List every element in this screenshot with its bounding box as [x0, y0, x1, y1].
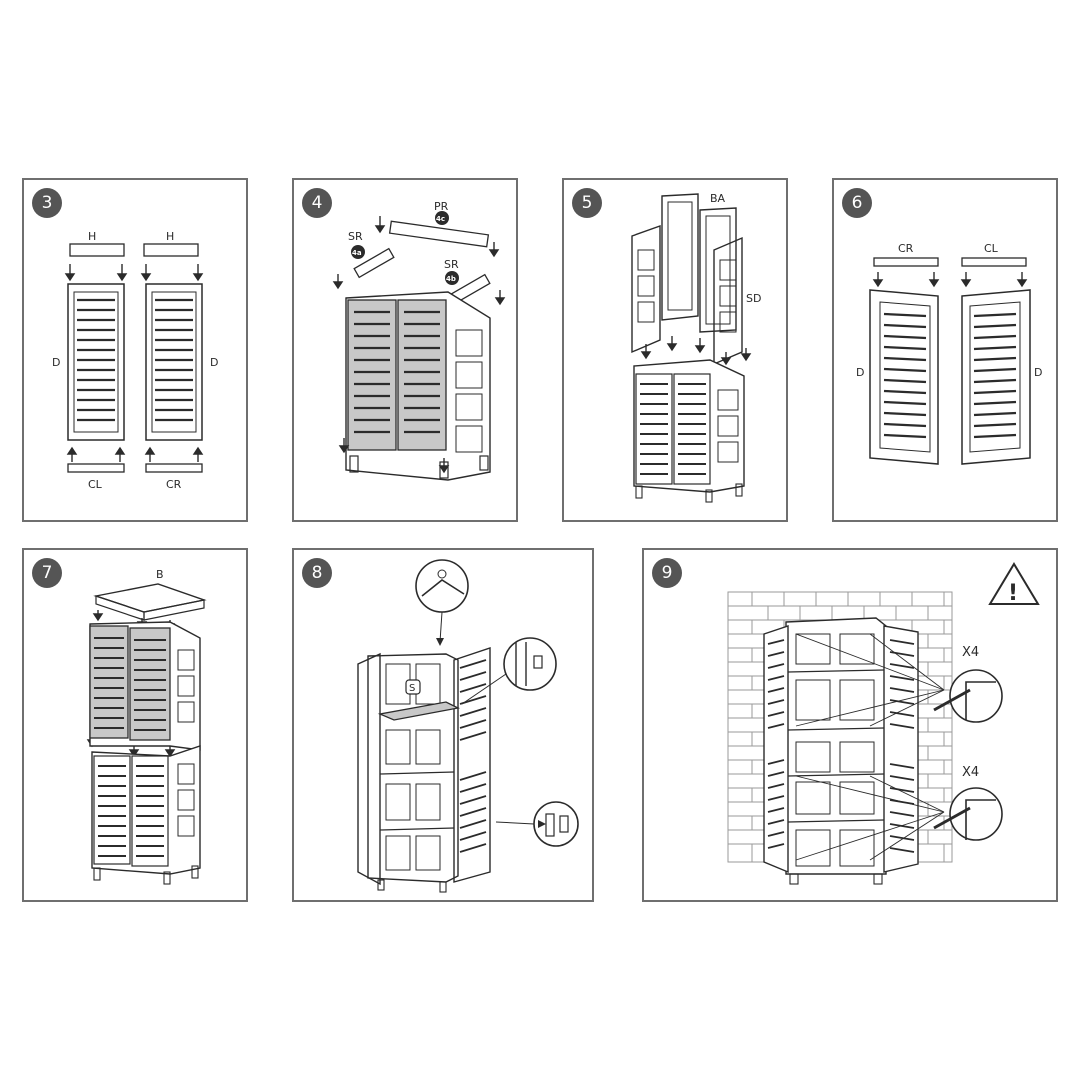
label-d-right: D	[1034, 366, 1042, 379]
label-x4-bottom: X4	[962, 765, 979, 780]
label-d-right: D	[210, 356, 218, 369]
label-cr: CR	[166, 478, 182, 491]
tag-4b-text: 4b	[446, 275, 456, 283]
fixing-lines	[795, 633, 945, 861]
screw-icon	[933, 806, 971, 830]
rail-sr-left	[353, 247, 395, 279]
cabinet-full	[763, 617, 919, 885]
door-left	[869, 289, 939, 465]
arrows-up	[66, 446, 204, 462]
arrows-down	[872, 272, 1028, 288]
step-8-diagram: S	[357, 559, 579, 893]
back-panel-ba	[661, 193, 737, 333]
cabinet-lower	[345, 291, 491, 481]
step-4-panel: 4 PR 4c SR 4a SR 4b	[292, 178, 518, 522]
step-4-diagram: PR 4c SR 4a SR 4b	[332, 200, 506, 481]
arrows-down	[64, 264, 204, 282]
label-cl: CL	[88, 478, 103, 491]
step-6-panel: 6 CR CL	[832, 178, 1058, 522]
label-x4-top: X4	[962, 645, 979, 660]
step-5-diagram: BA SD	[631, 192, 761, 503]
step-5-panel: 5 BA SD	[562, 178, 788, 522]
top-part-cr	[873, 257, 939, 267]
arrows-down	[640, 336, 752, 366]
side-panel-left	[631, 225, 661, 354]
door-left	[67, 283, 125, 441]
bottom-part-cr	[145, 463, 203, 473]
step-number-badge: 5	[572, 188, 602, 218]
top-part-cl	[961, 257, 1027, 267]
step-3-diagram: H H	[52, 230, 218, 491]
rail-pr	[388, 220, 490, 248]
warning-icon	[988, 562, 1040, 605]
door-right	[961, 289, 1031, 465]
step-9-panel: 9 !	[642, 548, 1058, 902]
cabinet-lower	[91, 745, 201, 885]
tag-4c	[435, 211, 449, 225]
step-number-badge: 3	[32, 188, 62, 218]
warning-mark: !	[1008, 581, 1018, 606]
shelf-s	[377, 701, 461, 721]
step-number-badge: 8	[302, 558, 332, 588]
arrows-down	[332, 216, 506, 474]
step-number-badge: 9	[652, 558, 682, 588]
detail-circle-hinge	[503, 637, 557, 691]
hinge-part-left	[69, 243, 125, 257]
step-number-badge: 7	[32, 558, 62, 588]
shelf-s-tag	[405, 679, 421, 695]
cabinet-upper	[89, 621, 201, 751]
bottom-part-cl	[67, 463, 125, 473]
label-h-right: H	[166, 230, 174, 243]
door-right	[145, 283, 203, 441]
label-sr-left: SR	[348, 230, 363, 243]
screw-detail-top	[949, 669, 1003, 723]
hinge-part-right	[143, 243, 199, 257]
label-cl: CL	[984, 242, 999, 255]
tag-4c-text: 4c	[436, 215, 445, 223]
label-d-left: D	[52, 356, 60, 369]
label-h-left: H	[88, 230, 96, 243]
step-8-panel: 8	[292, 548, 594, 902]
step-number-badge: 6	[842, 188, 872, 218]
detail-circle-top	[415, 559, 469, 613]
tag-4a	[351, 245, 365, 259]
top-part-b	[93, 583, 207, 613]
step-6-diagram: CR CL	[856, 242, 1042, 465]
label-sr-right: SR	[444, 258, 459, 271]
side-panel-sd	[713, 236, 743, 366]
label-d-left: D	[856, 366, 864, 379]
screw-detail-bottom	[949, 787, 1003, 841]
step-9-diagram: !	[727, 562, 1040, 885]
label-sd: SD	[746, 292, 761, 305]
label-pr: PR	[434, 200, 449, 213]
step-3-panel: 3 H H	[22, 178, 248, 522]
step-7-diagram: B	[86, 568, 207, 885]
label-s: S	[409, 683, 415, 694]
step-number-badge: 4	[302, 188, 332, 218]
step-7-panel: 7 B	[22, 548, 248, 902]
label-b: B	[156, 568, 164, 581]
cabinet-full	[357, 647, 491, 893]
label-ba: BA	[710, 192, 726, 205]
cabinet-lower	[633, 359, 745, 503]
screw-icon	[933, 688, 971, 712]
tag-4a-text: 4a	[352, 249, 362, 257]
tag-4b	[445, 271, 459, 285]
label-cr: CR	[898, 242, 914, 255]
